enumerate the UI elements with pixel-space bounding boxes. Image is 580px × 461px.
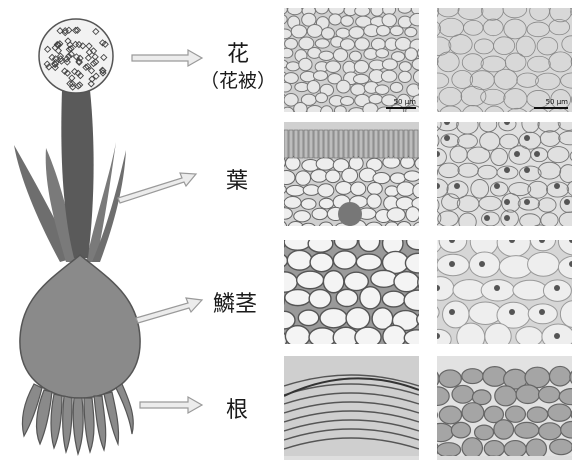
flower-head <box>39 19 113 93</box>
micrograph-bulb-section <box>284 240 419 344</box>
scale-bar-flower-section: 50 μm <box>386 98 416 109</box>
scale-bar-flower-surface: 50 μm <box>534 98 568 109</box>
micrograph-leaf-section <box>284 122 419 226</box>
bulb-shape <box>20 255 140 398</box>
micrograph-leaf-surface <box>437 122 572 226</box>
arrow-bulb <box>136 298 202 323</box>
label-bulb: 鱗茎 <box>200 286 270 318</box>
micrograph-flower-section <box>284 8 419 112</box>
label-flower-sub: （花被） <box>196 66 280 93</box>
micrograph-root-section <box>284 356 419 460</box>
label-flower: 花 <box>208 36 268 68</box>
arrow-root <box>140 397 202 413</box>
micrograph-root-surface <box>437 356 572 460</box>
label-leaf: 葉 <box>212 163 262 195</box>
arrow-flower <box>132 50 202 66</box>
micrograph-flower-surface <box>437 8 572 112</box>
micrograph-bulb-surface <box>437 240 572 344</box>
label-root: 根 <box>212 392 262 424</box>
arrow-leaf <box>118 173 196 203</box>
